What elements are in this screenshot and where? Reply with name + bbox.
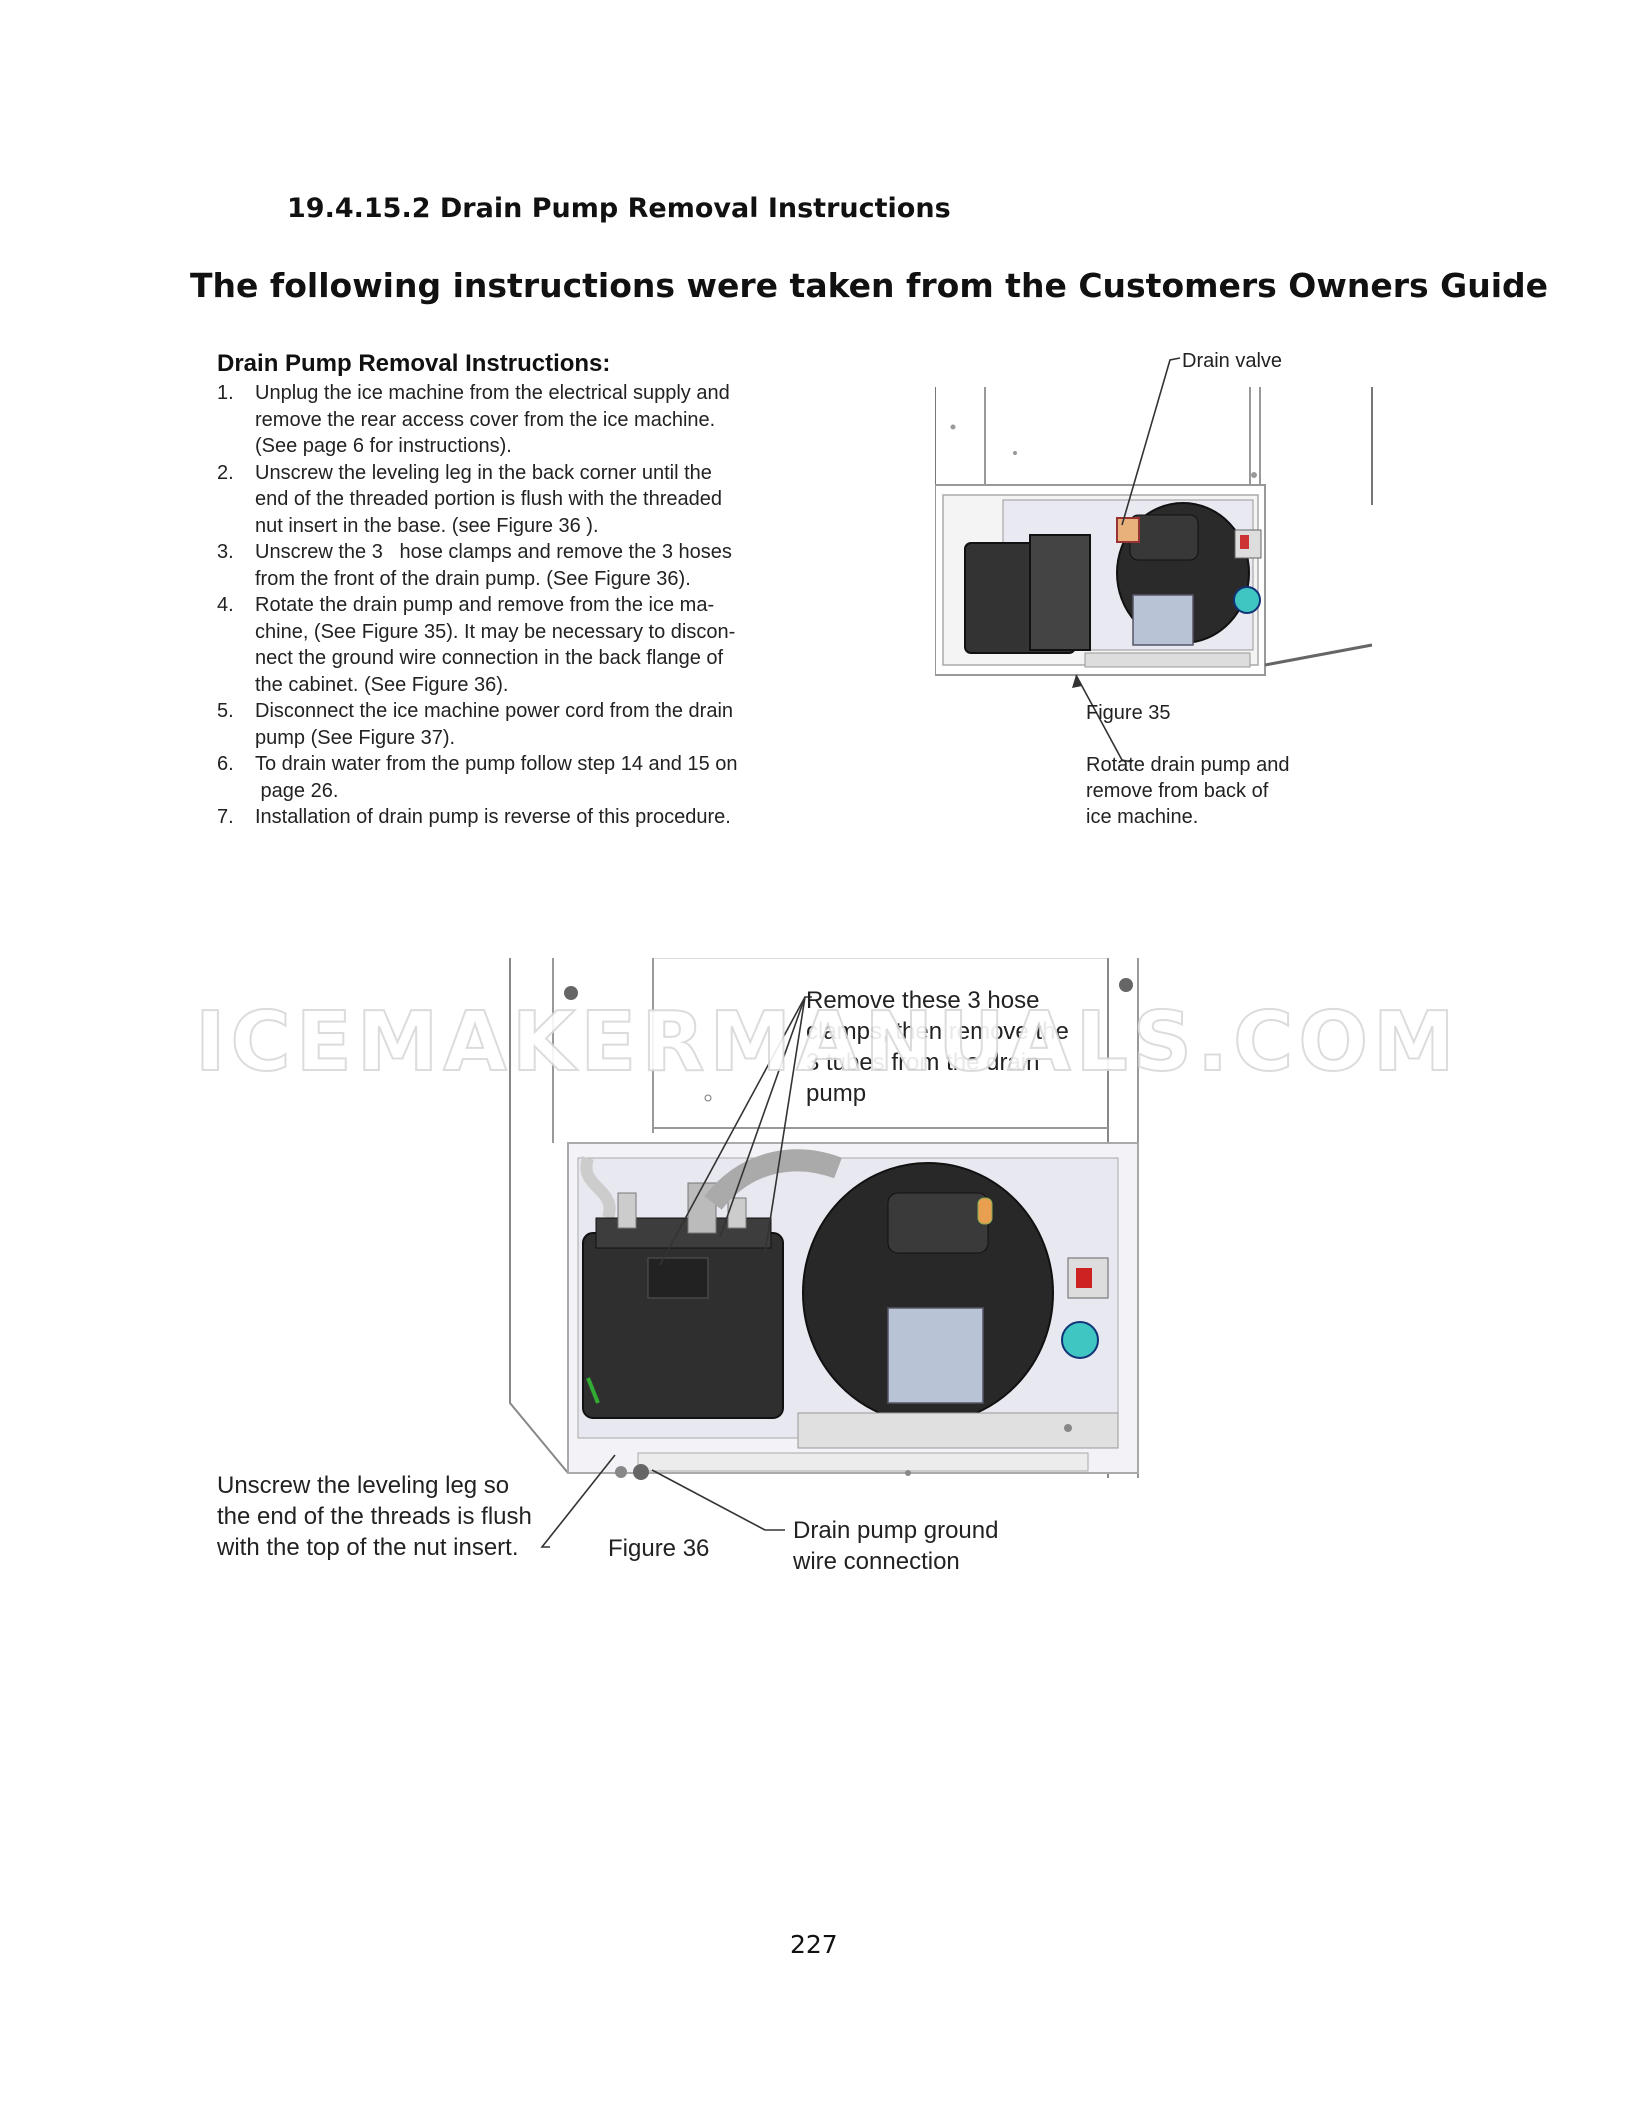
step-4: 4.Rotate the drain pump and remove from … [217, 594, 736, 696]
callout-drain-valve: Drain valve [1182, 350, 1283, 372]
step-2: 2.Unscrew the leveling leg in the back c… [217, 461, 722, 537]
callout-ground-wire: Drain pump ground wire connection [793, 1517, 999, 1575]
step-5: 5.Disconnect the ice machine power cord … [217, 700, 734, 749]
figure-35-caption: Figure 35 [1086, 702, 1171, 724]
figure-36-leaders [540, 996, 812, 1548]
callout-remove-hose-clamps: Remove these 3 hose clamps, then remove … [806, 987, 1069, 1107]
instructions-title: Drain Pump Removal Instructions: [217, 350, 611, 377]
section-heading: 19.4.15.2 Drain Pump Removal Instruction… [287, 193, 951, 224]
figure-36-caption: Figure 36 [608, 1535, 710, 1562]
instructions-list: 1.Unplug the ice machine from the electr… [217, 380, 802, 831]
page-number: 227 [790, 1930, 838, 1959]
callout-rotate-drain-pump: Rotate drain pump and remove from back o… [1086, 754, 1290, 828]
watermark: ICEMAKERMANUALS.COM [194, 994, 1460, 1091]
step-7: 7.Installation of drain pump is reverse … [217, 806, 731, 828]
callout-leveling-leg: Unscrew the leveling leg so the end of t… [217, 1472, 532, 1561]
figure-36-illustration [509, 958, 1139, 1480]
figure-35-illustration [935, 387, 1373, 676]
intro-heading: The following instructions were taken fr… [190, 266, 1549, 305]
step-1: 1.Unplug the ice machine from the electr… [217, 382, 730, 457]
step-6: 6.To drain water from the pump follow st… [217, 753, 738, 802]
step-3: 3.Unscrew the 3 hose clamps and remove t… [217, 541, 732, 590]
figure-35-leaders [1072, 357, 1181, 763]
